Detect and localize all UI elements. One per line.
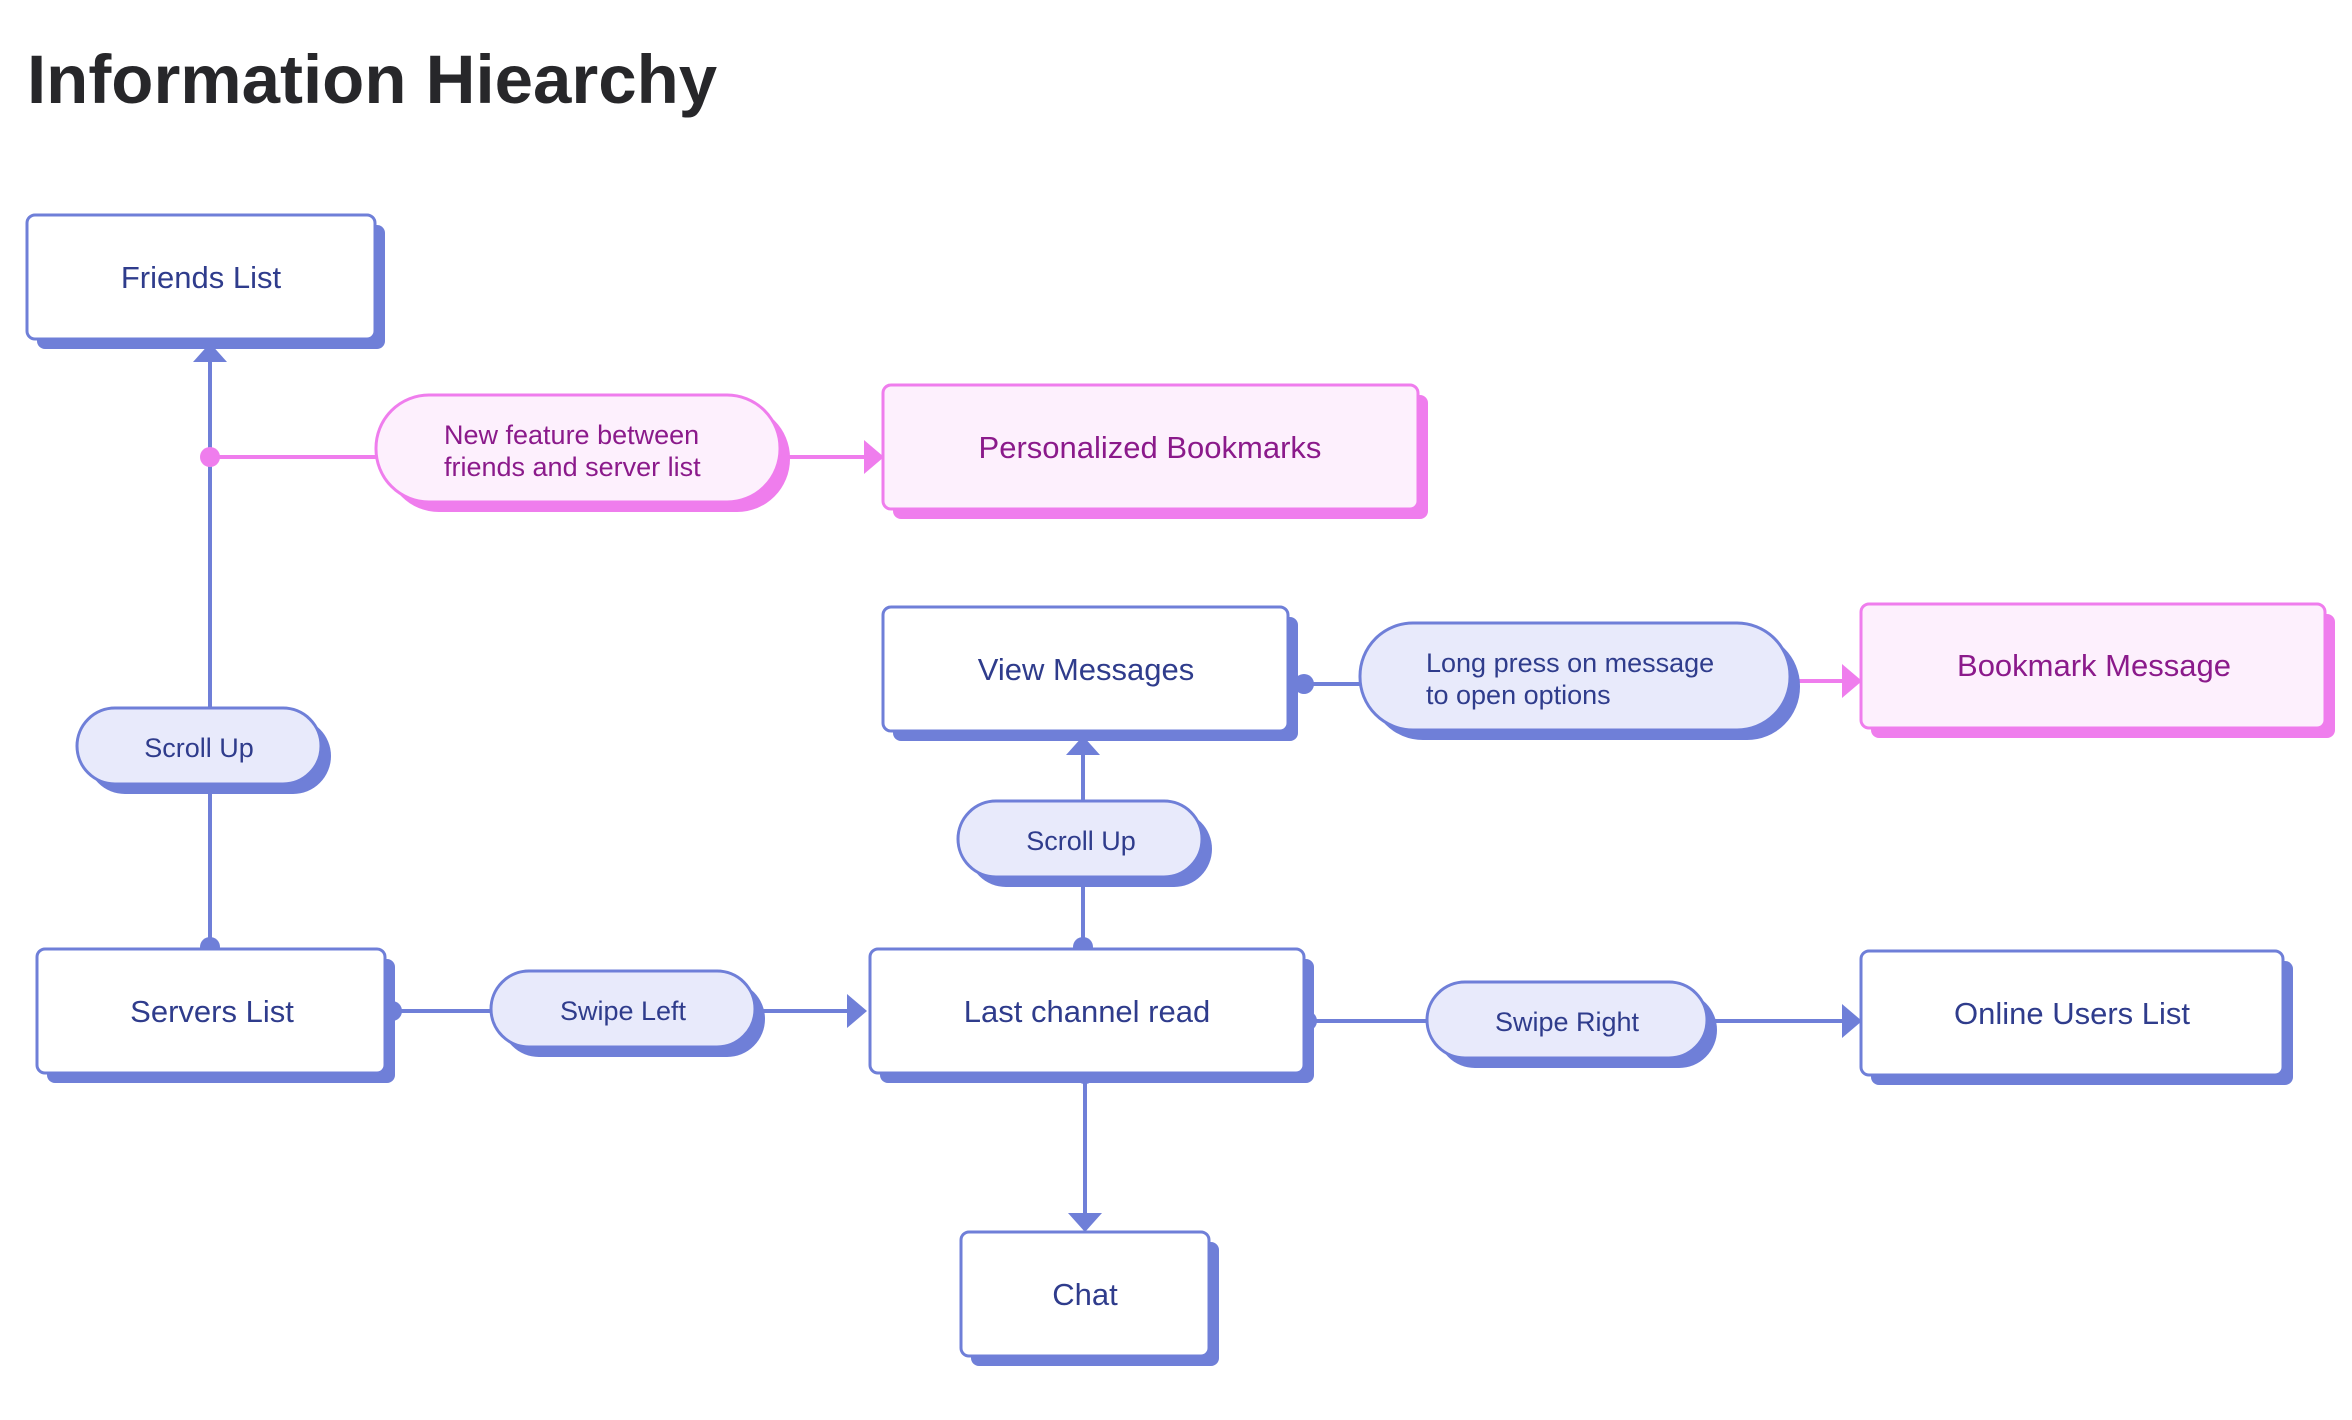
pill-scroll-up-left[interactable]: Scroll Up (75, 706, 331, 794)
pill-new-feature-line-2: friends and server list (444, 452, 701, 482)
node-label: Chat (1052, 1277, 1118, 1312)
pill-long-press-line-1: Long press on message (1426, 648, 1714, 678)
connector-dot-new-feature (200, 447, 220, 467)
pill-swipe-right[interactable]: Swipe Right (1425, 980, 1717, 1068)
pill-new-feature-line-1: New feature between (444, 420, 699, 450)
arrowhead-last-channel-read (847, 994, 867, 1028)
svg-text:New feature between frie: New feature between friends and server l… (444, 420, 707, 482)
arrowhead-view-messages (1066, 736, 1100, 755)
node-online-users-list[interactable]: Online Users List (1859, 949, 2293, 1085)
arrowhead-friends-list (193, 343, 227, 362)
node-bookmark-message[interactable]: Bookmark Message (1859, 602, 2335, 738)
pill-long-press-line-2: to open options (1426, 680, 1611, 710)
node-label: Friends List (121, 260, 282, 295)
arrowhead-online-users (1842, 1004, 1862, 1038)
page-title: Information Hiearchy (27, 41, 717, 118)
pill-label: Swipe Right (1495, 1007, 1640, 1037)
node-friends-list[interactable]: Friends List (25, 213, 385, 349)
arrowhead-personalized-bookmarks (864, 440, 884, 474)
pill-swipe-left[interactable]: Swipe Left (489, 969, 765, 1057)
pill-scroll-up-center[interactable]: Scroll Up (956, 799, 1212, 887)
pill-long-press[interactable]: Long press on message to open options (1358, 621, 1800, 740)
node-label: Last channel read (964, 994, 1210, 1029)
svg-text:Long press on message to: Long press on message to open options (1426, 648, 1722, 710)
pill-label: Swipe Left (560, 996, 687, 1026)
pill-label: Scroll Up (1026, 826, 1136, 856)
node-label: Online Users List (1954, 996, 2190, 1031)
node-view-messages[interactable]: View Messages (881, 605, 1298, 741)
node-personalized-bookmarks[interactable]: Personalized Bookmarks (881, 383, 1428, 519)
pill-label: Scroll Up (144, 733, 254, 763)
node-label: Personalized Bookmarks (979, 430, 1322, 465)
node-label: Servers List (130, 994, 294, 1029)
arrowhead-chat (1068, 1213, 1102, 1232)
node-last-channel-read[interactable]: Last channel read (868, 947, 1314, 1083)
pill-new-feature[interactable]: New feature between friends and server l… (374, 393, 790, 512)
arrowhead-bookmark-message (1842, 664, 1862, 698)
node-label: Bookmark Message (1957, 648, 2231, 683)
connector-dot-view-messages-right (1294, 674, 1314, 694)
node-chat[interactable]: Chat (959, 1230, 1219, 1366)
node-servers-list[interactable]: Servers List (35, 947, 395, 1083)
node-label: View Messages (978, 652, 1195, 687)
